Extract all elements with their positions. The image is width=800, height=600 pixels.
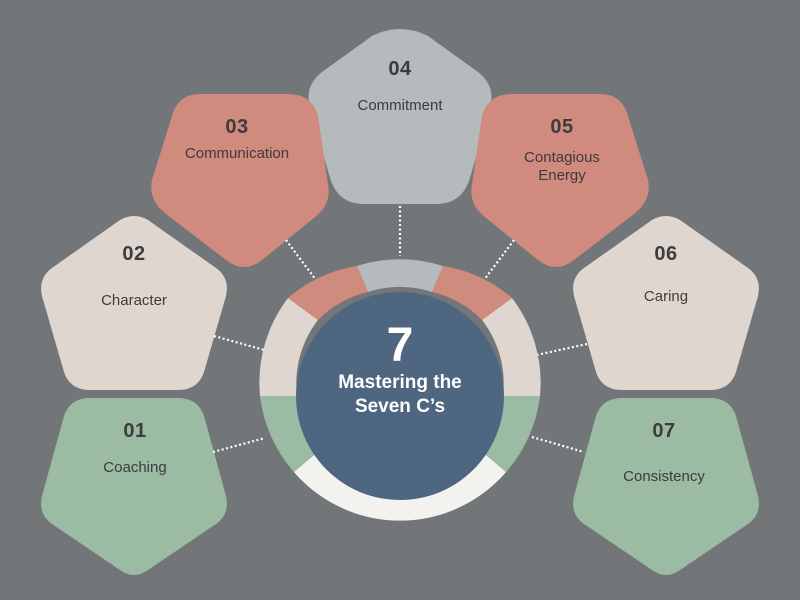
node-02-number: 02 — [122, 243, 146, 265]
center-number: 7 — [386, 319, 414, 372]
ring-segment-04 — [357, 259, 443, 292]
pentagon-01-coaching — [41, 398, 227, 575]
pentagon-06-caring — [573, 216, 759, 390]
center-ring — [259, 259, 541, 521]
center-title-line1: Mastering the — [338, 372, 462, 393]
connector-07 — [531, 435, 585, 454]
ring-segment-02 — [259, 298, 318, 396]
node-04: 04 Commitment — [320, 58, 480, 115]
ring-segment-07 — [478, 396, 540, 472]
node-07-label: Consistency — [623, 468, 705, 485]
pentagon-07-consistency — [573, 398, 759, 575]
node-05: 05 Contagious Energy — [482, 116, 642, 185]
connector-03 — [285, 239, 317, 281]
node-06: 06 Caring — [586, 243, 746, 306]
node-05-label-line1: Contagious — [524, 149, 600, 166]
ring-segment-03 — [288, 266, 368, 320]
node-01: 01 Coaching — [55, 420, 215, 477]
ring-segment-05 — [432, 266, 512, 320]
pentagon-04-commitment — [308, 29, 492, 204]
connector-06 — [531, 342, 588, 358]
node-04-label: Commitment — [357, 97, 443, 114]
node-06-number: 06 — [654, 243, 678, 265]
center-circle — [296, 292, 504, 500]
node-03-label: Communication — [184, 145, 290, 162]
connector-05 — [483, 239, 515, 281]
node-02: 02 Character — [54, 243, 214, 310]
pentagon-05-contagious-energy — [471, 94, 649, 267]
node-04-number: 04 — [388, 58, 412, 80]
connector-02 — [213, 334, 269, 353]
connector-01 — [212, 436, 266, 454]
node-05-number: 05 — [550, 116, 574, 138]
ring-segment-01 — [260, 396, 322, 472]
node-02-label: Character — [101, 292, 167, 309]
pentagon-03-communication — [151, 94, 329, 267]
center-title-line2: Seven C’s — [354, 396, 446, 417]
pentagon-02-character — [41, 216, 227, 390]
ring-segment-06 — [482, 298, 541, 396]
node-03-number: 03 — [225, 116, 249, 138]
node-05-label-line2: Energy — [538, 167, 586, 184]
node-06-label: Caring — [643, 288, 689, 305]
node-03: 03 Communication — [157, 116, 317, 163]
connector-lines — [212, 206, 588, 454]
node-01-number: 01 — [123, 420, 147, 442]
center-title-block: 7 Mastering the Seven C’s — [300, 322, 500, 418]
node-07-number: 07 — [652, 420, 676, 442]
node-01-label: Coaching — [103, 459, 167, 476]
node-07: 07 Consistency — [584, 420, 744, 486]
